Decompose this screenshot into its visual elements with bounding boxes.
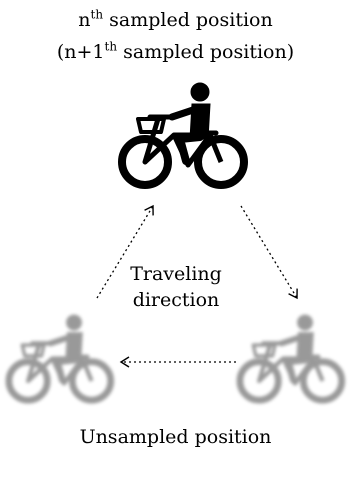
traveling-direction-label: Traveling — [101, 262, 251, 288]
traveling-direction-label-line2: direction — [101, 288, 251, 314]
unsampled-position-label: Unsampled position — [0, 428, 351, 447]
